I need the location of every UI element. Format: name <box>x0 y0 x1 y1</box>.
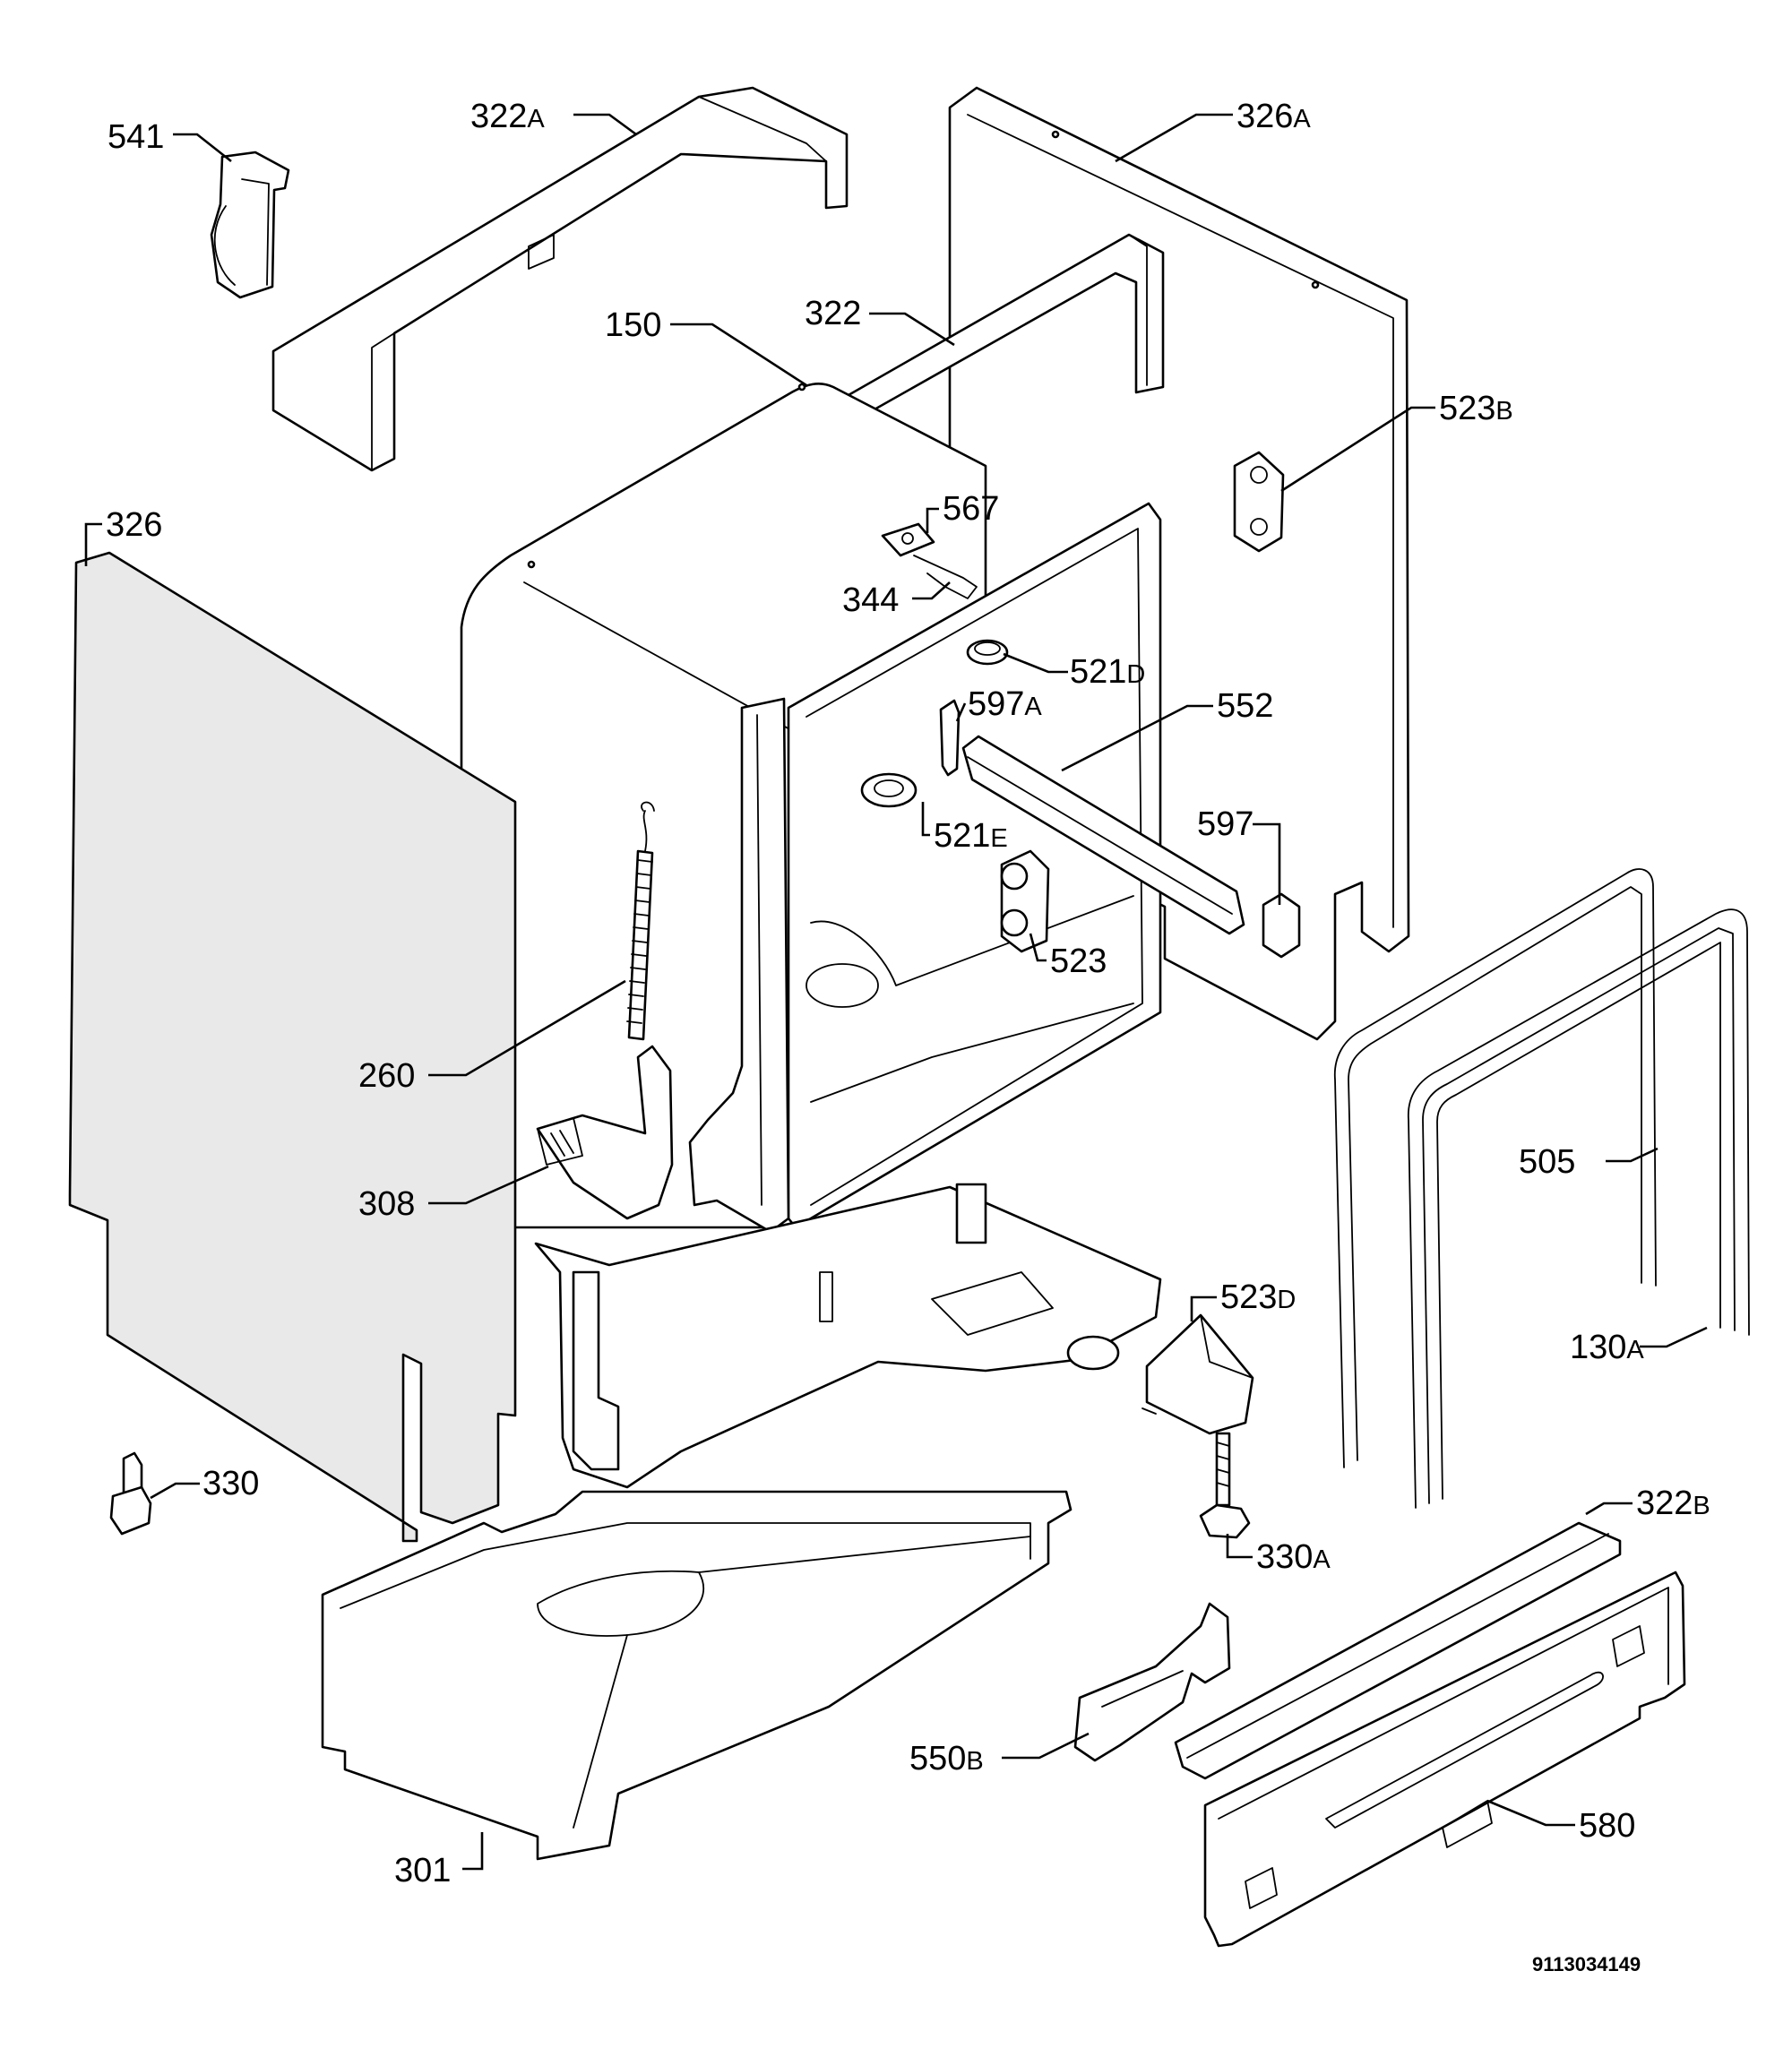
callout-301: 301 <box>394 1852 451 1889</box>
part-344-spring-clip <box>913 555 978 599</box>
leader-326 <box>84 522 102 566</box>
leader-330 <box>150 1482 200 1500</box>
callout-521d: 521D <box>1070 653 1145 691</box>
part-301-base-tray <box>321 1490 1073 1861</box>
leader-322a <box>573 113 637 136</box>
leader-130a <box>1640 1326 1708 1348</box>
part-567-bracket <box>881 522 935 557</box>
callout-308: 308 <box>358 1185 415 1223</box>
part-330-foot <box>109 1451 152 1536</box>
callout-597a: 597A <box>968 685 1042 723</box>
part-322b-rail <box>1174 1521 1622 1780</box>
callout-330a: 330A <box>1256 1538 1331 1576</box>
leader-lines <box>84 113 1708 1871</box>
part-521d-ring <box>966 639 1009 666</box>
callout-322a: 322A <box>470 98 545 135</box>
part-550b-bracket <box>1073 1602 1231 1762</box>
callout-260: 260 <box>358 1057 415 1095</box>
leader-322 <box>869 312 955 347</box>
leader-550b <box>1002 1732 1090 1760</box>
leader-523b <box>1280 406 1435 493</box>
callout-344: 344 <box>842 581 899 619</box>
part-505-seal <box>1333 868 1657 1468</box>
leader-326a <box>1115 113 1233 163</box>
leader-322b <box>1585 1502 1633 1516</box>
part-523b-grommet <box>1233 451 1285 553</box>
callout-523: 523 <box>1050 942 1107 980</box>
callout-521e: 521E <box>934 817 1008 855</box>
part-580-plate <box>1203 1571 1686 1948</box>
leader-505 <box>1606 1147 1658 1163</box>
leader-597 <box>1253 822 1281 905</box>
callout-labels: 541 322A 326A 150 322 523B 326 567 344 5… <box>106 98 1710 1889</box>
callout-550b: 550B <box>909 1740 984 1777</box>
callout-597: 597 <box>1197 805 1254 843</box>
part-597a-latch <box>939 699 961 777</box>
callout-130a: 130A <box>1570 1329 1644 1366</box>
leader-260 <box>428 979 626 1077</box>
callout-541: 541 <box>108 118 164 156</box>
leader-580 <box>1486 1799 1575 1827</box>
callout-150: 150 <box>605 306 661 344</box>
part-552-rail <box>961 735 1245 935</box>
callout-322: 322 <box>805 295 861 332</box>
part-130a-seal <box>1408 908 1750 1509</box>
leader-597a <box>955 702 967 722</box>
part-260-spring <box>626 801 655 1041</box>
callout-326: 326 <box>106 506 162 544</box>
part-base-chassis <box>534 1183 1162 1489</box>
part-523d-bracket <box>1142 1313 1254 1435</box>
part-330a-foot <box>1199 1432 1251 1539</box>
callout-322b: 322B <box>1636 1485 1710 1522</box>
part-597-stop <box>1262 892 1301 959</box>
leader-552 <box>1061 704 1213 772</box>
leader-150 <box>670 323 807 387</box>
leader-521d <box>1003 652 1068 674</box>
leader-344 <box>912 581 951 600</box>
callout-523b: 523B <box>1439 390 1513 427</box>
callout-580: 580 <box>1579 1807 1635 1845</box>
leader-330a <box>1226 1534 1253 1559</box>
leader-523d <box>1190 1295 1217 1321</box>
callout-330: 330 <box>202 1465 259 1502</box>
leader-567 <box>926 507 939 533</box>
document-number: 9113034149 <box>1532 1953 1641 1975</box>
part-523-grommets <box>1000 849 1050 953</box>
callout-552: 552 <box>1217 687 1273 725</box>
callout-567: 567 <box>943 490 999 528</box>
callout-505: 505 <box>1519 1143 1575 1181</box>
part-308-hinge <box>536 1045 674 1220</box>
callout-326a: 326A <box>1236 98 1311 135</box>
callout-523d: 523D <box>1220 1278 1296 1316</box>
part-322a-top-bracket <box>271 86 849 472</box>
leader-523 <box>1029 933 1047 962</box>
leader-521e <box>921 802 930 837</box>
part-521e-washer <box>860 772 918 808</box>
part-541-clip <box>210 151 290 299</box>
part-150-tub <box>460 382 1162 1234</box>
leader-308 <box>428 1165 549 1205</box>
leader-301 <box>462 1832 484 1871</box>
part-326-side-panel <box>68 551 517 1543</box>
leader-541 <box>173 133 232 163</box>
